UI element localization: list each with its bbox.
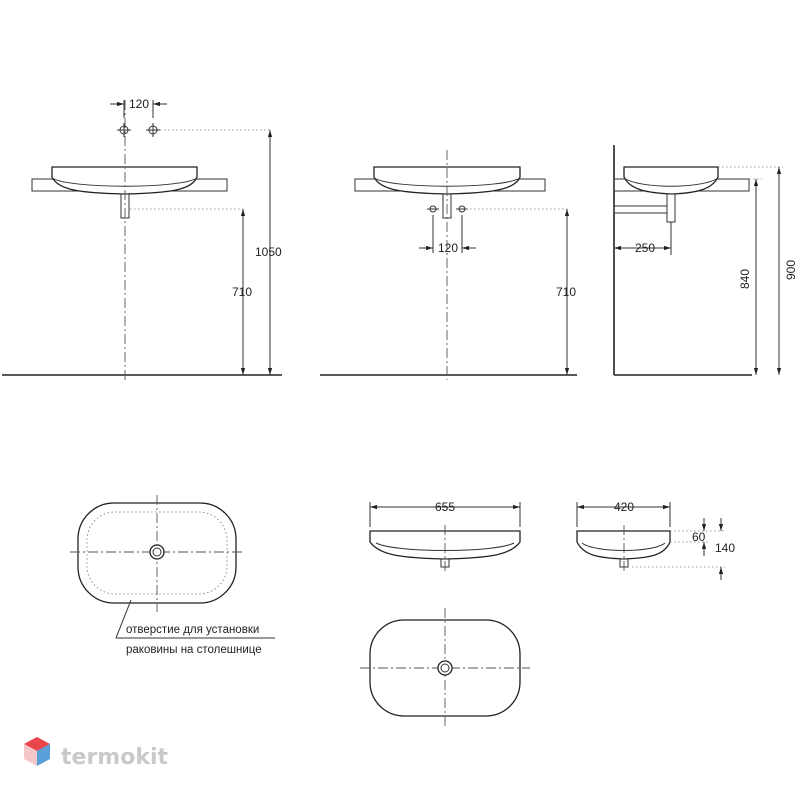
siphon-outlet [613, 205, 668, 214]
siphon-pipe [666, 193, 676, 223]
dim-depth-label: 140 [715, 541, 735, 555]
basin-section [576, 530, 671, 560]
dim-total-height-label: 1050 [255, 245, 282, 259]
side-section-view: 420 60 140 [576, 500, 735, 580]
cube-icon [24, 737, 50, 766]
brand-name: termokit [61, 745, 168, 770]
countertop-cutout [86, 511, 228, 595]
note-line2: раковины на столешнице [126, 644, 262, 656]
dim-width-label: 420 [614, 500, 634, 514]
plan-view [360, 608, 530, 726]
plan-view-cutout: отверстие для установки раковины на стол… [70, 495, 275, 656]
dim-drain-height-label: 710 [232, 285, 252, 299]
basin-front [51, 166, 198, 195]
front-section-view: 655 [369, 500, 521, 572]
dim-depth-label: 250 [635, 241, 655, 255]
dim-drain-spacing-label: 120 [438, 241, 458, 255]
drain-hole [437, 660, 453, 676]
drain-hole [149, 544, 165, 560]
basin-side [623, 166, 719, 195]
dim-drain-height-label: 710 [556, 285, 576, 299]
front-elevation-alt-view: 120 710 [320, 150, 577, 380]
note-line1: отверстие для установки [126, 624, 259, 636]
dim-height-840-label: 840 [738, 269, 752, 289]
note-leader [115, 599, 132, 639]
front-elevation-view: 120 1050 710 [2, 97, 282, 380]
brand-logo: termokit [24, 737, 168, 770]
dim-taps-label: 120 [129, 97, 149, 111]
side-elevation-view: 250 840 900 [613, 145, 798, 376]
dim-height-900-label: 900 [784, 260, 798, 280]
dim-inner-label: 60 [692, 530, 706, 544]
dim-width-label: 655 [435, 500, 455, 514]
